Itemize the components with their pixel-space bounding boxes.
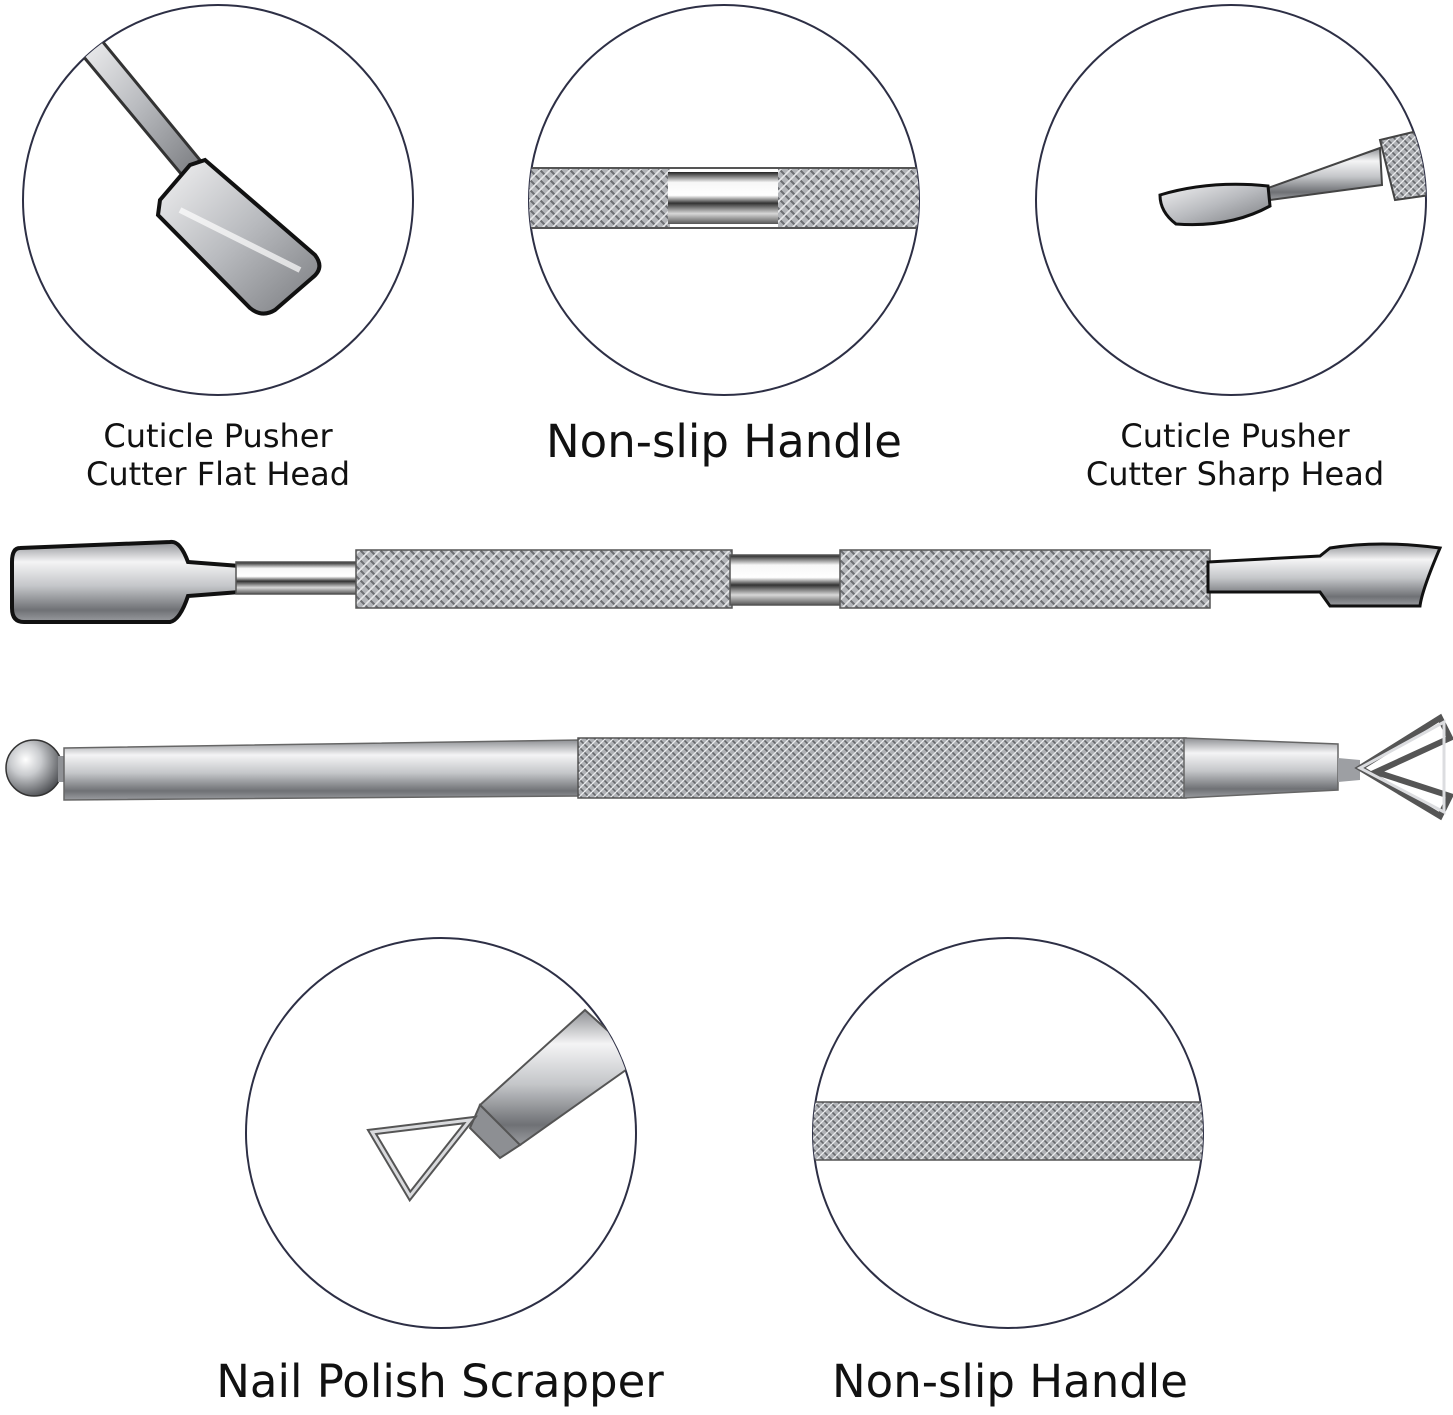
knurled-handle-closeup-top [528, 4, 920, 396]
scrapper-tool [5, 713, 1453, 821]
caption-scrapper: Nail Polish Scrapper [216, 1355, 664, 1408]
knurled-handle-closeup-bottom [812, 937, 1204, 1329]
caption-handle-bottom: Non-slip Handle [832, 1355, 1188, 1408]
caption-flat-head: Cuticle Pusher Cutter Flat Head [38, 417, 398, 494]
caption-flat-head-line1: Cuticle Pusher [103, 417, 333, 455]
caption-handle-top: Non-slip Handle [546, 415, 902, 468]
cuticle-pusher-tool [10, 539, 1443, 624]
triangle-scrapper-closeup [245, 937, 637, 1329]
caption-sharp-head: Cuticle Pusher Cutter Sharp Head [1040, 417, 1430, 494]
caption-sharp-head-line1: Cuticle Pusher [1120, 417, 1350, 455]
caption-flat-head-line2: Cutter Flat Head [85, 455, 351, 494]
flat-head-closeup [22, 4, 414, 396]
caption-sharp-head-line2: Cutter Sharp Head [1085, 455, 1385, 494]
sharp-head-closeup [1035, 4, 1427, 396]
